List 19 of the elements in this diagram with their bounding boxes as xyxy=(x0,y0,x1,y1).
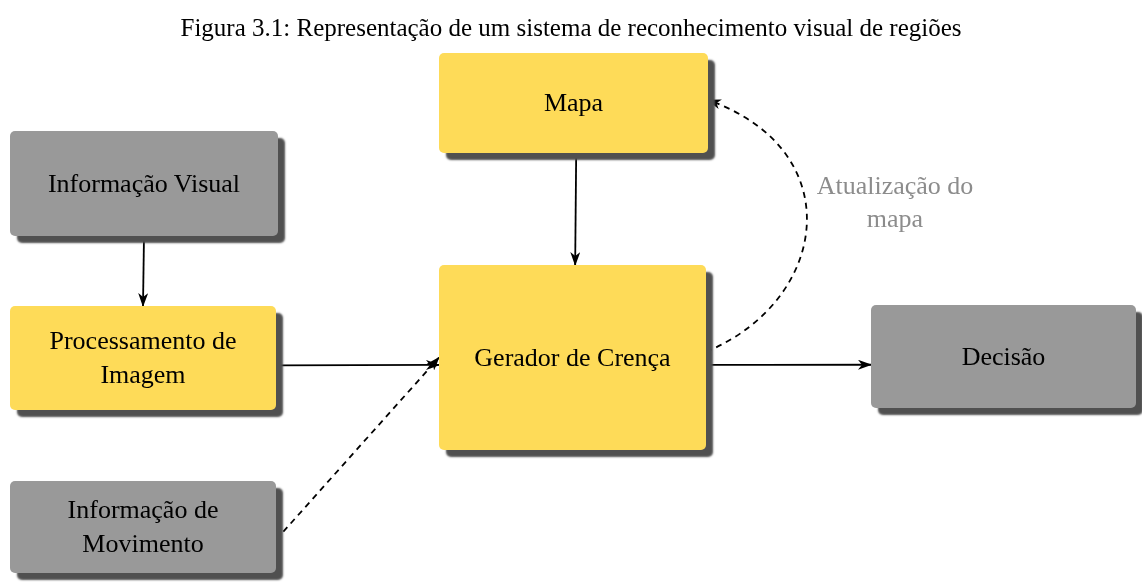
box-label: Informação de Movimento xyxy=(66,494,220,560)
box-label: Mapa xyxy=(543,87,604,120)
process-box xyxy=(439,265,706,450)
arrow xyxy=(275,359,440,370)
arrow xyxy=(275,356,440,541)
box-label: Decisão xyxy=(961,340,1046,373)
box-label: Processamento de Imagem xyxy=(48,325,238,391)
arrow xyxy=(138,235,149,307)
process-box xyxy=(10,131,278,236)
process-box xyxy=(10,306,276,410)
arrow xyxy=(705,359,872,370)
figure-title: Figura 3.1: Representação de um sistema de reconhecimento visual de regiões xyxy=(179,14,963,42)
process-box xyxy=(10,481,276,573)
process-box xyxy=(871,305,1136,408)
box-label: Gerador de Crença xyxy=(474,341,671,374)
arrow xyxy=(570,152,581,266)
process-box xyxy=(439,53,708,153)
arrow xyxy=(705,99,808,353)
box-label: Informação Visual xyxy=(47,167,241,200)
